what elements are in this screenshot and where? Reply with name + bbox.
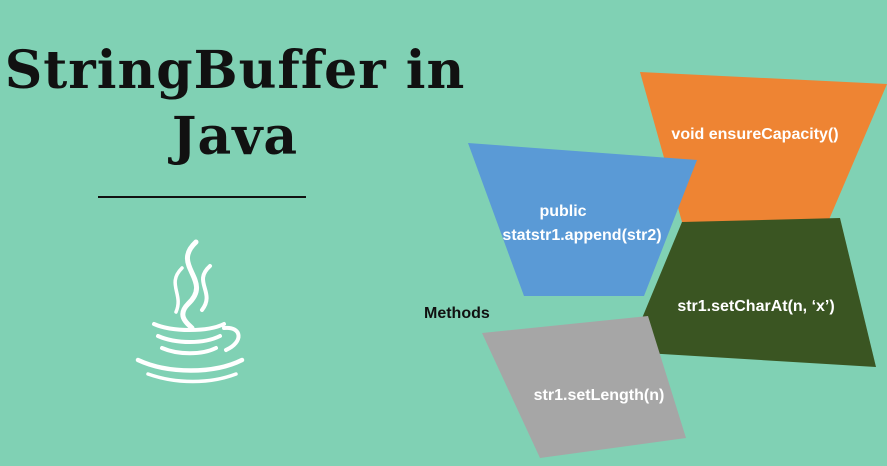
page-title: StringBuffer in Java — [0, 38, 470, 170]
method-shape-set-char-at — [628, 218, 876, 367]
title-line-2: Java — [171, 106, 299, 167]
method-append: public statstr1.append(str2) — [468, 143, 697, 296]
method-shape-set-length — [482, 316, 686, 458]
method-label-ensure-capacity: void ensureCapacity() — [671, 126, 838, 143]
method-shape-append — [468, 143, 697, 296]
method-set-length: str1.setLength(n) — [482, 316, 686, 458]
title-divider — [98, 196, 306, 198]
title-line-1: StringBuffer in — [4, 40, 466, 101]
java-coffee-cup-icon — [135, 239, 245, 384]
method-label-set-length: str1.setLength(n) — [534, 387, 665, 404]
method-set-char-at: str1.setCharAt(n, ‘x’) — [628, 218, 876, 367]
method-shape-ensure-capacity — [640, 72, 887, 222]
method-ensure-capacity: void ensureCapacity() — [640, 72, 887, 222]
method-label-append-line2: statstr1.append(str2) — [502, 227, 661, 244]
method-label-set-char-at: str1.setCharAt(n, ‘x’) — [677, 298, 834, 315]
methods-caption: Methods — [424, 305, 490, 322]
method-label-append-line1: public — [539, 203, 586, 220]
